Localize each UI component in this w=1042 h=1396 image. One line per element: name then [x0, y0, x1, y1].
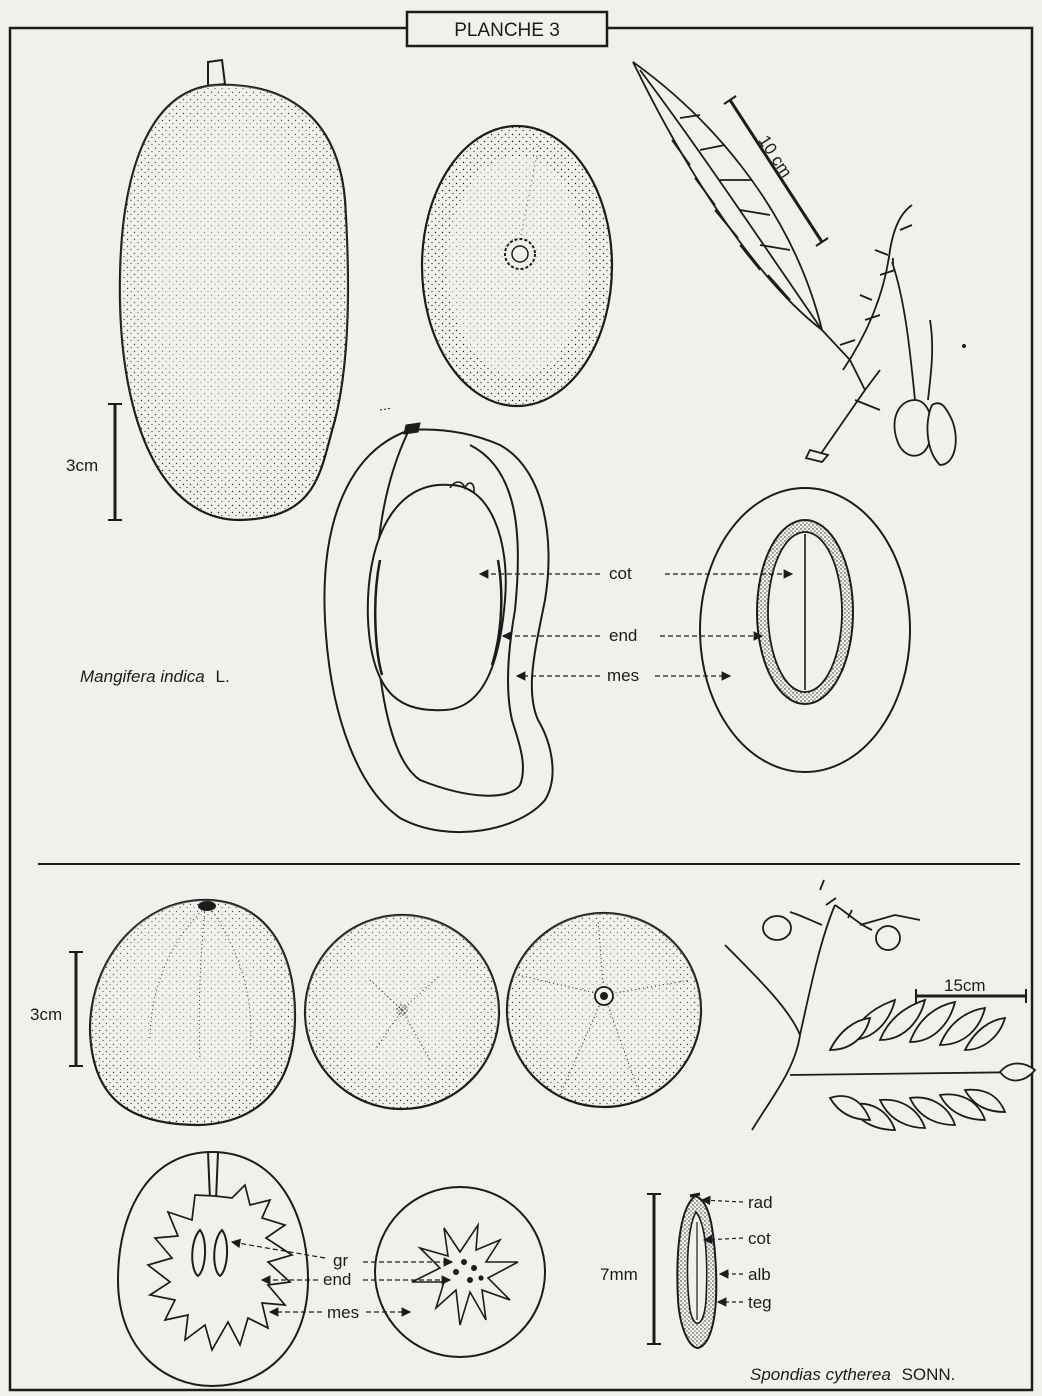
spondias-species-name: Spondias cytherea SONN. [750, 1365, 955, 1384]
seed-label-rad: rad [748, 1193, 773, 1212]
spondias-trans-section [375, 1187, 545, 1357]
plate-title: PLANCHE 3 [454, 20, 560, 41]
mango-scale-bar: 3cm [66, 404, 122, 520]
spondias-scale-bar: 3cm [30, 952, 83, 1066]
mango-leaf-scale-label: 10 cm [755, 132, 796, 181]
mango-leaf-branch [633, 62, 956, 465]
spondias-label-mes: mes [327, 1303, 359, 1322]
seed-label-alb: alb [748, 1265, 771, 1284]
mango-long-section [324, 408, 552, 832]
seed-scale-bar: 7mm [600, 1194, 661, 1344]
spondias-long-section [118, 1152, 308, 1386]
mango-label-cot: cot [609, 564, 632, 583]
seed-label-teg: teg [748, 1293, 772, 1312]
mango-label-end: end [609, 626, 637, 645]
spondias-leaf-scale-label: 15cm [944, 976, 986, 995]
spondias-label-end: end [323, 1270, 351, 1289]
spondias-seed-section [677, 1194, 716, 1348]
mango-scale-label: 3cm [66, 456, 98, 475]
spondias-fruit-side [90, 900, 295, 1125]
spondias-leaf-scale-bar: 15cm [916, 976, 1026, 1003]
spondias-label-gr: gr [333, 1251, 348, 1270]
title-box: PLANCHE 3 [407, 12, 607, 46]
spondias-scale-label: 3cm [30, 1005, 62, 1024]
mango-whole-fruit [120, 60, 348, 520]
seed-label-cot: cot [748, 1229, 771, 1248]
spondias-fruit-bottom-view [305, 915, 499, 1109]
mango-label-mes: mes [607, 666, 639, 685]
mango-species-name: Mangifera indica L. [80, 667, 230, 686]
spondias-fruit-top-view [507, 913, 701, 1107]
mango-trans-section [700, 488, 910, 772]
spondias-leaf-branch [725, 880, 1035, 1130]
mango-end-view [422, 126, 612, 406]
seed-scale-label: 7mm [600, 1265, 638, 1284]
